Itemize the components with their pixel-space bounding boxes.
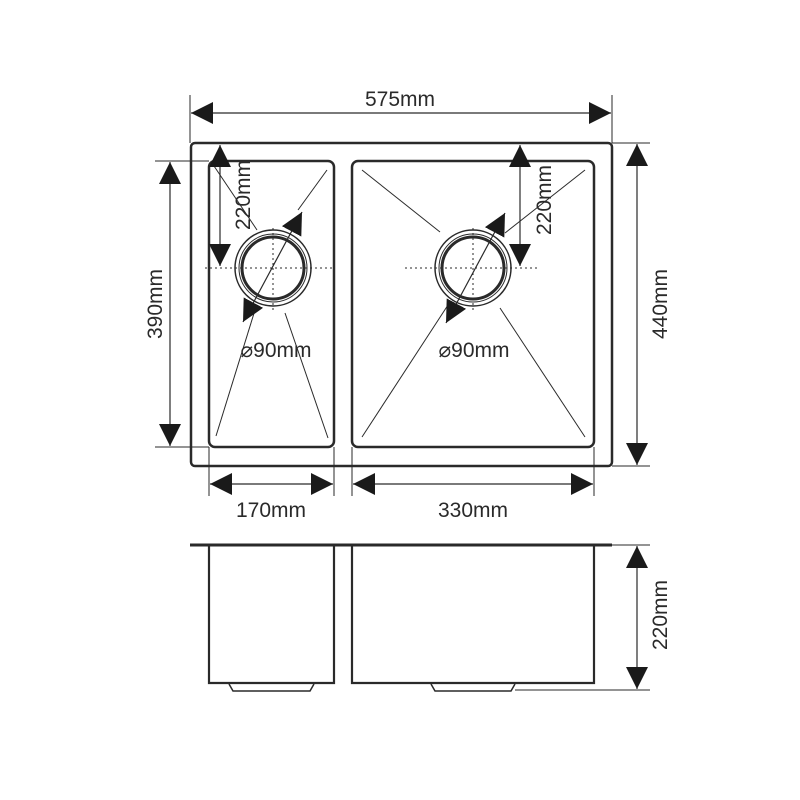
sink-outer-rim bbox=[189, 141, 614, 468]
large-drain-profile bbox=[430, 683, 516, 692]
small-bowl-width-label: 170mm bbox=[236, 499, 306, 522]
small-bowl-drain bbox=[205, 211, 335, 323]
bowl-height-label: 220mm bbox=[649, 580, 672, 650]
small-drain-profile bbox=[228, 683, 315, 692]
overall-width-label: 575mm bbox=[365, 88, 435, 111]
large-bowl-profile bbox=[350, 546, 596, 685]
small-bowl bbox=[207, 159, 336, 449]
large-bowl-width-label: 330mm bbox=[438, 499, 508, 522]
bowl-depth-label: 390mm bbox=[144, 269, 167, 339]
large-bowl bbox=[350, 159, 596, 449]
overall-depth-label: 440mm bbox=[649, 269, 672, 339]
large-drain-offset-label: 220mm bbox=[533, 165, 556, 235]
top-view: 575mm 390mm 440mm 170mm 330mm 220mm 220m… bbox=[144, 88, 672, 522]
side-view: 220mm bbox=[190, 543, 672, 692]
small-bowl-profile bbox=[207, 546, 336, 685]
large-drain-diameter-label: ⌀90mm bbox=[439, 339, 510, 362]
small-drain-offset-label: 220mm bbox=[232, 160, 255, 230]
small-bowl-slope-lines bbox=[213, 165, 329, 439]
large-bowl-drain bbox=[405, 212, 537, 324]
small-drain-diameter-label: ⌀90mm bbox=[241, 339, 312, 362]
